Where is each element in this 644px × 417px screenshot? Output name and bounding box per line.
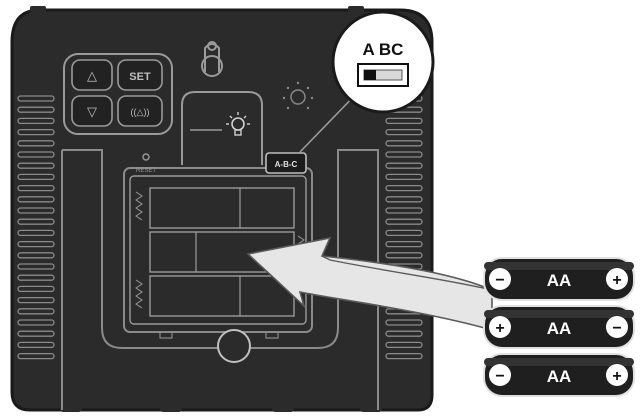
vent-slot [17,95,55,102]
vent-slot [17,352,55,360]
battery-left-terminal: − [495,368,504,385]
up-button[interactable]: △ [71,59,113,91]
battery: − AA + [483,353,635,397]
battery: − AA + [483,257,635,301]
battery-label: AA [547,367,572,386]
lightbulb-icon [226,112,250,136]
battery-right-terminal: − [612,320,621,337]
battery-left-terminal: + [495,320,504,337]
vent-slot [17,319,55,326]
vent-slot [17,117,55,125]
vent-slot [17,207,55,214]
vent-slot [385,341,423,349]
vent-slot [17,229,55,237]
vent-slot [17,252,55,259]
switch-callout: A BC [331,10,435,114]
vent-slot [17,162,55,169]
vent-slot [385,352,423,360]
vent-slot [385,240,423,248]
vent-slot [17,285,55,293]
vent-slot [17,196,55,203]
vent-slot [385,140,423,147]
vent-slot [17,218,55,225]
reset-label: RESET [136,168,156,174]
compartment-release-tab[interactable] [217,329,251,363]
vent-slot [385,117,423,125]
alarm-button-label: ((△)) [131,107,150,117]
vent-slot [385,319,423,326]
up-button-label: △ [87,68,97,83]
vent-slot [385,184,423,192]
button-panel: △ SET ▽ ((△)) [63,53,173,135]
backlight-panel [181,91,263,165]
stand-outline [61,149,379,410]
vent-slot [385,330,423,337]
vent-slot [17,274,55,281]
set-button-label: SET [129,71,151,83]
vent-slot [385,196,423,203]
down-button-label: ▽ [87,104,97,119]
switch-knob [364,70,376,80]
vent-slot [17,128,55,136]
vent-slot [17,240,55,248]
battery-label: AA [547,319,572,338]
battery-right-terminal: + [612,272,621,289]
battery-right-terminal: + [612,368,621,385]
set-button[interactable]: SET [117,59,163,91]
insert-arrow [246,236,493,332]
vent-slot [385,162,423,169]
vent-slot [17,341,55,349]
battery-left-terminal: − [495,272,504,289]
vent-slot [17,106,55,113]
vent-slots-left [17,95,55,360]
down-button[interactable]: ▽ [71,95,113,127]
vent-slot [385,207,423,214]
sensor-icon [282,81,314,110]
callout-label: A BC [363,40,404,59]
vent-slot [385,151,423,158]
alarm-button[interactable]: ((△)) [117,95,163,127]
keyhole-icon [201,41,223,77]
vent-slot [385,218,423,225]
vent-slot [17,184,55,192]
vent-slot [17,140,55,147]
vent-slot [385,128,423,136]
vent-slot [385,229,423,237]
battery: + AA − [483,305,635,349]
vent-slot [17,308,55,315]
vent-slot [17,151,55,158]
reset-button[interactable]: RESET [136,153,156,174]
vent-slot [17,173,55,181]
abc-switch[interactable]: A-B-C [265,152,307,174]
vent-slot [385,173,423,181]
vent-slot [17,296,55,304]
battery-label: AA [547,271,572,290]
abc-switch-label: A-B-C [275,160,298,169]
vent-slot [385,252,423,259]
vent-slot [17,330,55,337]
vent-slot [17,263,55,270]
